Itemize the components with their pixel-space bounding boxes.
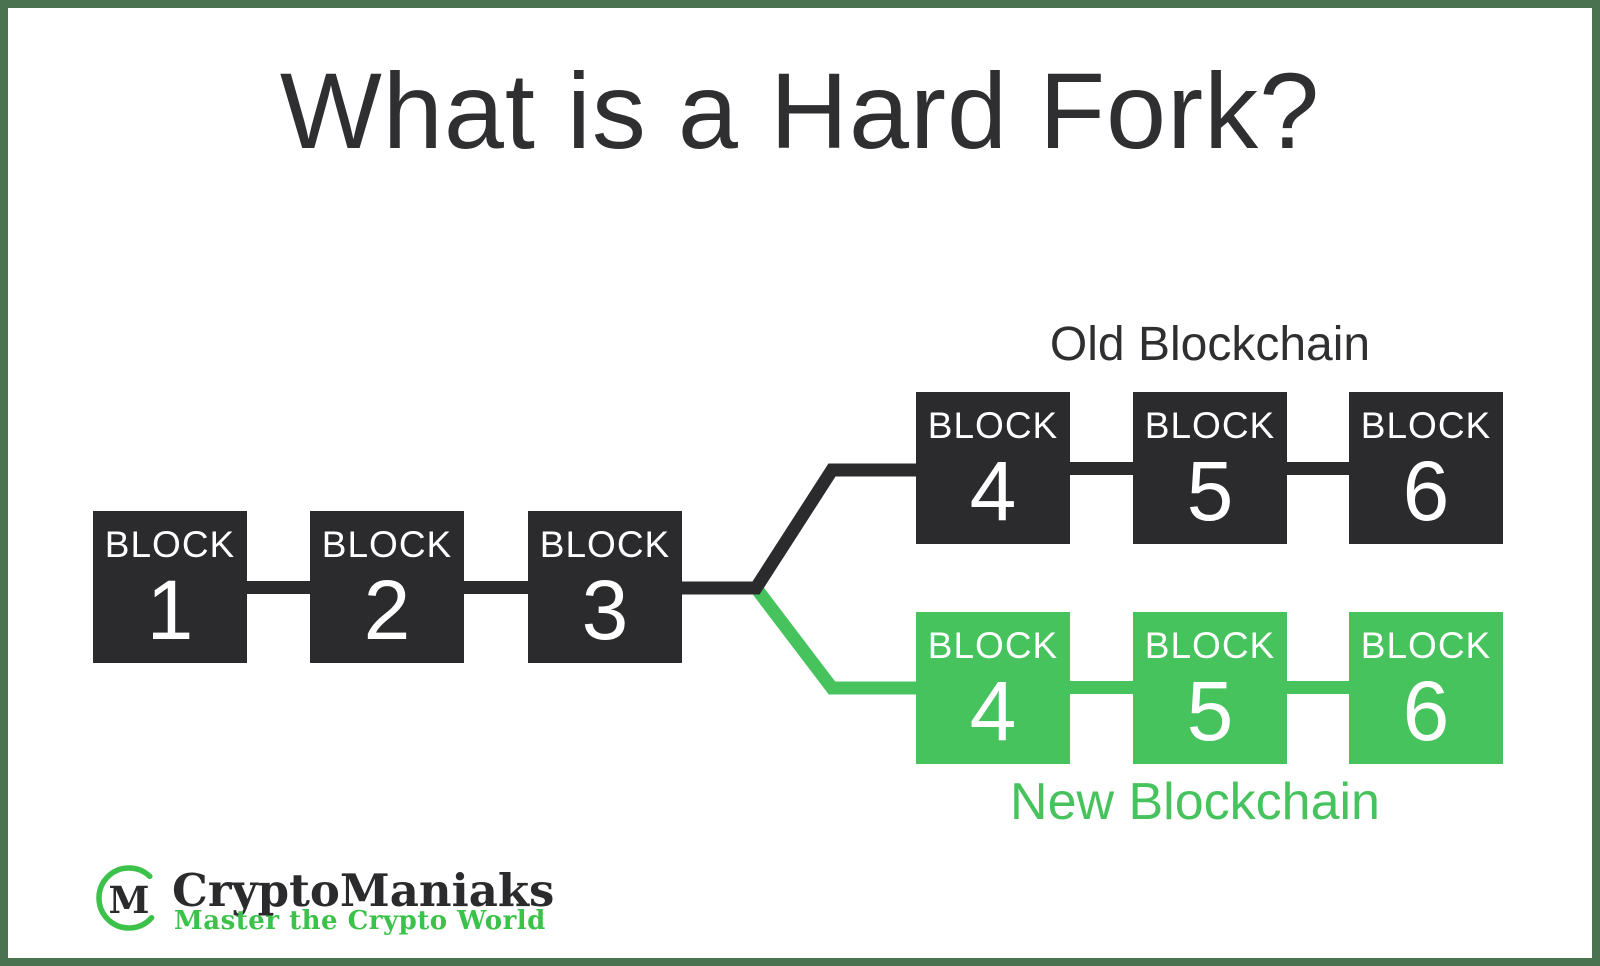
- fork-branch-lines: [680, 463, 918, 695]
- block-number: 4: [969, 664, 1017, 758]
- block-word: BLOCK: [1144, 625, 1276, 666]
- old-block-6: BLOCK 6: [1349, 392, 1503, 544]
- chain-connector: [1287, 462, 1349, 475]
- new-block-4: BLOCK 4: [916, 612, 1070, 764]
- block-number: 3: [581, 563, 629, 657]
- old-fork-path: [680, 463, 918, 595]
- chain-connector: [1070, 681, 1133, 694]
- block-word: BLOCK: [539, 524, 671, 565]
- new-fork-path: [750, 584, 918, 695]
- new-block-6: BLOCK 6: [1349, 612, 1503, 764]
- new-block-5: BLOCK 5: [1133, 612, 1287, 764]
- page-title: What is a Hard Fork?: [279, 50, 1321, 171]
- block-number: 6: [1402, 444, 1450, 538]
- block-number: 4: [969, 444, 1017, 538]
- old-block-4: BLOCK 4: [916, 392, 1070, 544]
- block-number: 1: [146, 563, 194, 657]
- logo-tagline: Master the Crypto World: [174, 906, 546, 936]
- chain-connector: [464, 581, 528, 594]
- chain-connector: [247, 581, 310, 594]
- block-word: BLOCK: [104, 524, 236, 565]
- old-block-5: BLOCK 5: [1133, 392, 1287, 544]
- logo-ring-icon: [96, 865, 155, 931]
- block-word: BLOCK: [1360, 405, 1492, 446]
- block-number: 5: [1186, 444, 1234, 538]
- block-word: BLOCK: [927, 625, 1059, 666]
- chain-connector: [1287, 681, 1349, 694]
- block-number: 6: [1402, 664, 1450, 758]
- block-1: BLOCK 1: [93, 511, 247, 663]
- block-word: BLOCK: [1144, 405, 1276, 446]
- block-number: 2: [363, 563, 411, 657]
- block-2: BLOCK 2: [310, 511, 464, 663]
- logo-monogram: M: [108, 878, 150, 922]
- block-word: BLOCK: [927, 405, 1059, 446]
- block-word: BLOCK: [1360, 625, 1492, 666]
- block-3: BLOCK 3: [528, 511, 682, 663]
- block-number: 5: [1186, 664, 1234, 758]
- new-chain-caption: New Blockchain: [1010, 773, 1380, 831]
- block-word: BLOCK: [321, 524, 453, 565]
- logo-name: CryptoManiaks: [172, 864, 555, 917]
- chain-connector: [1070, 462, 1133, 475]
- old-chain-caption: Old Blockchain: [1049, 318, 1371, 371]
